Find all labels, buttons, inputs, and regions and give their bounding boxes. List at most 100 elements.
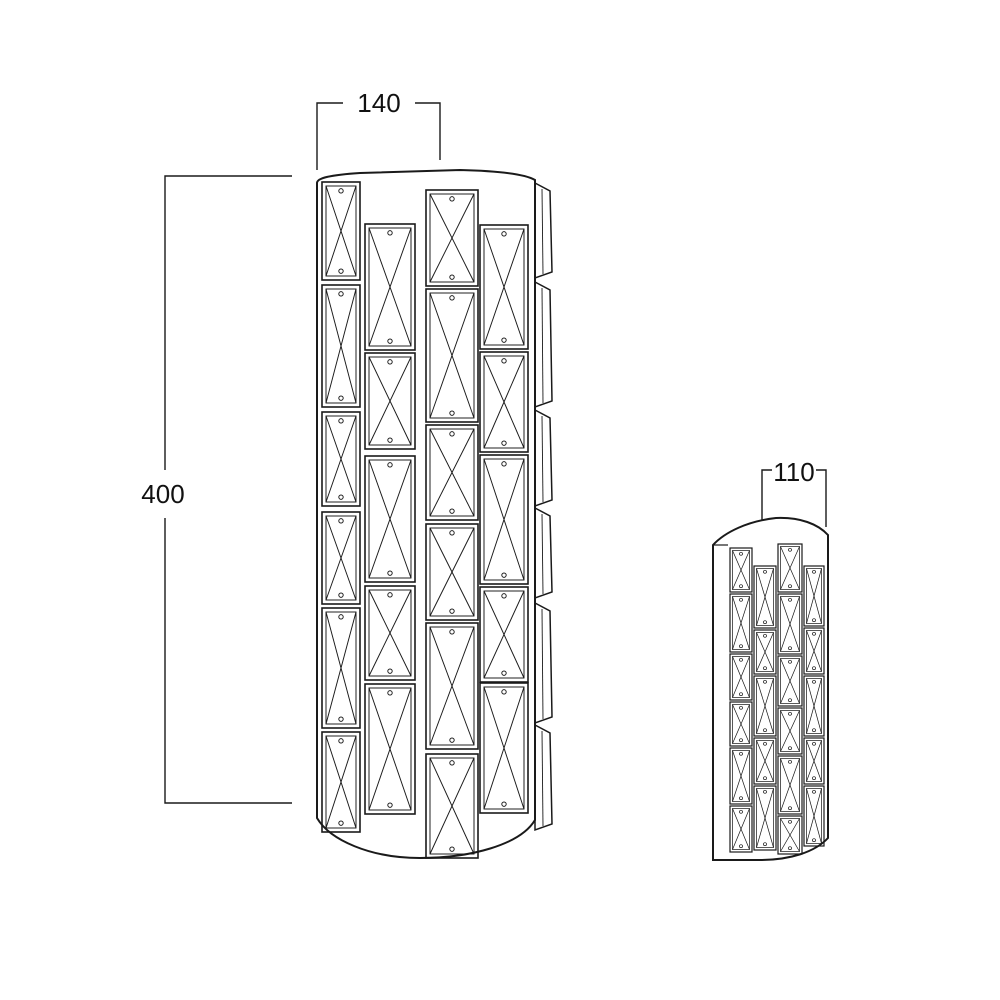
crystal-diagonal: [806, 630, 822, 672]
crystal-diagonal: [368, 687, 412, 811]
crystal-diagonal: [806, 788, 822, 844]
crystal-hole: [739, 551, 743, 556]
crystal-outer: [321, 607, 361, 729]
crystal-hole: [449, 629, 455, 635]
crystal-diagonal: [368, 589, 412, 677]
crystal-panel: [364, 223, 416, 351]
side-crystal-edge: [541, 730, 544, 827]
crystal-hole: [387, 437, 393, 443]
crystal-diagonal: [732, 704, 750, 744]
crystal-hole: [812, 631, 816, 636]
crystal-panel: [777, 593, 803, 655]
crystal-diagonal: [483, 590, 525, 679]
crystal-hole: [387, 359, 393, 365]
crystal-panel: [364, 585, 416, 681]
crystal-outer: [479, 351, 529, 453]
crystal-hole: [338, 418, 344, 424]
crystal-hole: [338, 395, 344, 401]
crystal-inner: [732, 596, 750, 650]
side-crystal-face: [534, 181, 553, 280]
crystal-outer: [479, 586, 529, 683]
crystal-hole: [338, 592, 344, 598]
crystal-inner: [483, 590, 525, 679]
crystal-panel: [321, 411, 361, 507]
crystal-hole: [449, 608, 455, 614]
crystal-panel: [803, 675, 825, 737]
crystal-diagonal: [756, 632, 774, 672]
crystal-diagonal: [732, 656, 750, 698]
crystal-diagonal: [325, 611, 357, 725]
crystal-hole: [449, 431, 455, 437]
crystal-diagonal: [806, 568, 822, 624]
crystal-hole: [763, 728, 767, 733]
crystal-inner: [325, 185, 357, 277]
crystal-outer: [777, 815, 803, 855]
crystal-outer: [364, 585, 416, 681]
crystal-outer: [425, 753, 479, 859]
large-height-dimension: 400: [141, 175, 292, 804]
crystal-hole: [501, 440, 507, 446]
crystal-panel: [425, 288, 479, 423]
crystal-diagonal: [780, 658, 800, 704]
crystal-hole: [763, 776, 767, 781]
crystal-hole: [788, 806, 792, 811]
crystal-panel: [425, 753, 479, 859]
crystal-hole: [449, 274, 455, 280]
side-crystal-edge: [541, 513, 544, 595]
crystal-inner: [732, 656, 750, 698]
crystal-panel: [777, 707, 803, 755]
crystal-hole: [501, 358, 507, 364]
crystal-inner: [429, 292, 475, 419]
crystal-hole: [788, 547, 792, 552]
crystal-diagonal: [732, 750, 750, 802]
crystal-outer: [425, 288, 479, 423]
large-width-label: 140: [357, 88, 400, 118]
crystal-diagonal: [756, 678, 774, 734]
crystal-inner: [429, 428, 475, 517]
crystal-hole: [788, 597, 792, 602]
small-body-outline: [712, 516, 829, 861]
crystal-outer: [729, 653, 753, 701]
crystal-inner: [325, 611, 357, 725]
crystal-panel: [425, 622, 479, 750]
crystal-inner: [368, 227, 412, 347]
crystal-hole: [812, 666, 816, 671]
small-crystal-panels: [729, 543, 825, 855]
crystal-outer: [364, 352, 416, 450]
crystal-inner: [732, 704, 750, 744]
crystal-outer: [753, 629, 777, 675]
crystal-outer: [729, 747, 753, 805]
crystal-diagonal: [483, 686, 525, 810]
crystal-inner: [732, 808, 750, 850]
large-wall-light: [316, 168, 553, 860]
side-crystal: [534, 723, 553, 832]
crystal-hole: [387, 592, 393, 598]
crystal-panel: [479, 224, 529, 350]
crystal-hole: [788, 819, 792, 824]
crystal-hole: [788, 646, 792, 651]
crystal-hole: [788, 759, 792, 764]
crystal-hole: [338, 820, 344, 826]
crystal-hole: [763, 842, 767, 847]
crystal-outer: [729, 701, 753, 747]
crystal-hole: [739, 738, 743, 743]
crystal-outer: [753, 565, 777, 629]
crystal-diagonal: [780, 710, 800, 752]
crystal-outer: [753, 675, 777, 737]
side-crystal-face: [534, 506, 553, 600]
crystal-diagonal: [732, 808, 750, 850]
crystal-hole: [739, 657, 743, 662]
crystal-outer: [479, 682, 529, 814]
crystal-outer: [364, 455, 416, 583]
crystal-hole: [501, 461, 507, 467]
crystal-hole: [763, 679, 767, 684]
crystal-hole: [338, 614, 344, 620]
crystal-panel: [753, 785, 777, 851]
crystal-panel: [425, 189, 479, 287]
crystal-hole: [763, 569, 767, 574]
crystal-panel: [364, 352, 416, 450]
crystal-diagonal: [756, 568, 774, 626]
small-width-dimension: 110: [761, 457, 827, 527]
crystal-hole: [812, 618, 816, 623]
